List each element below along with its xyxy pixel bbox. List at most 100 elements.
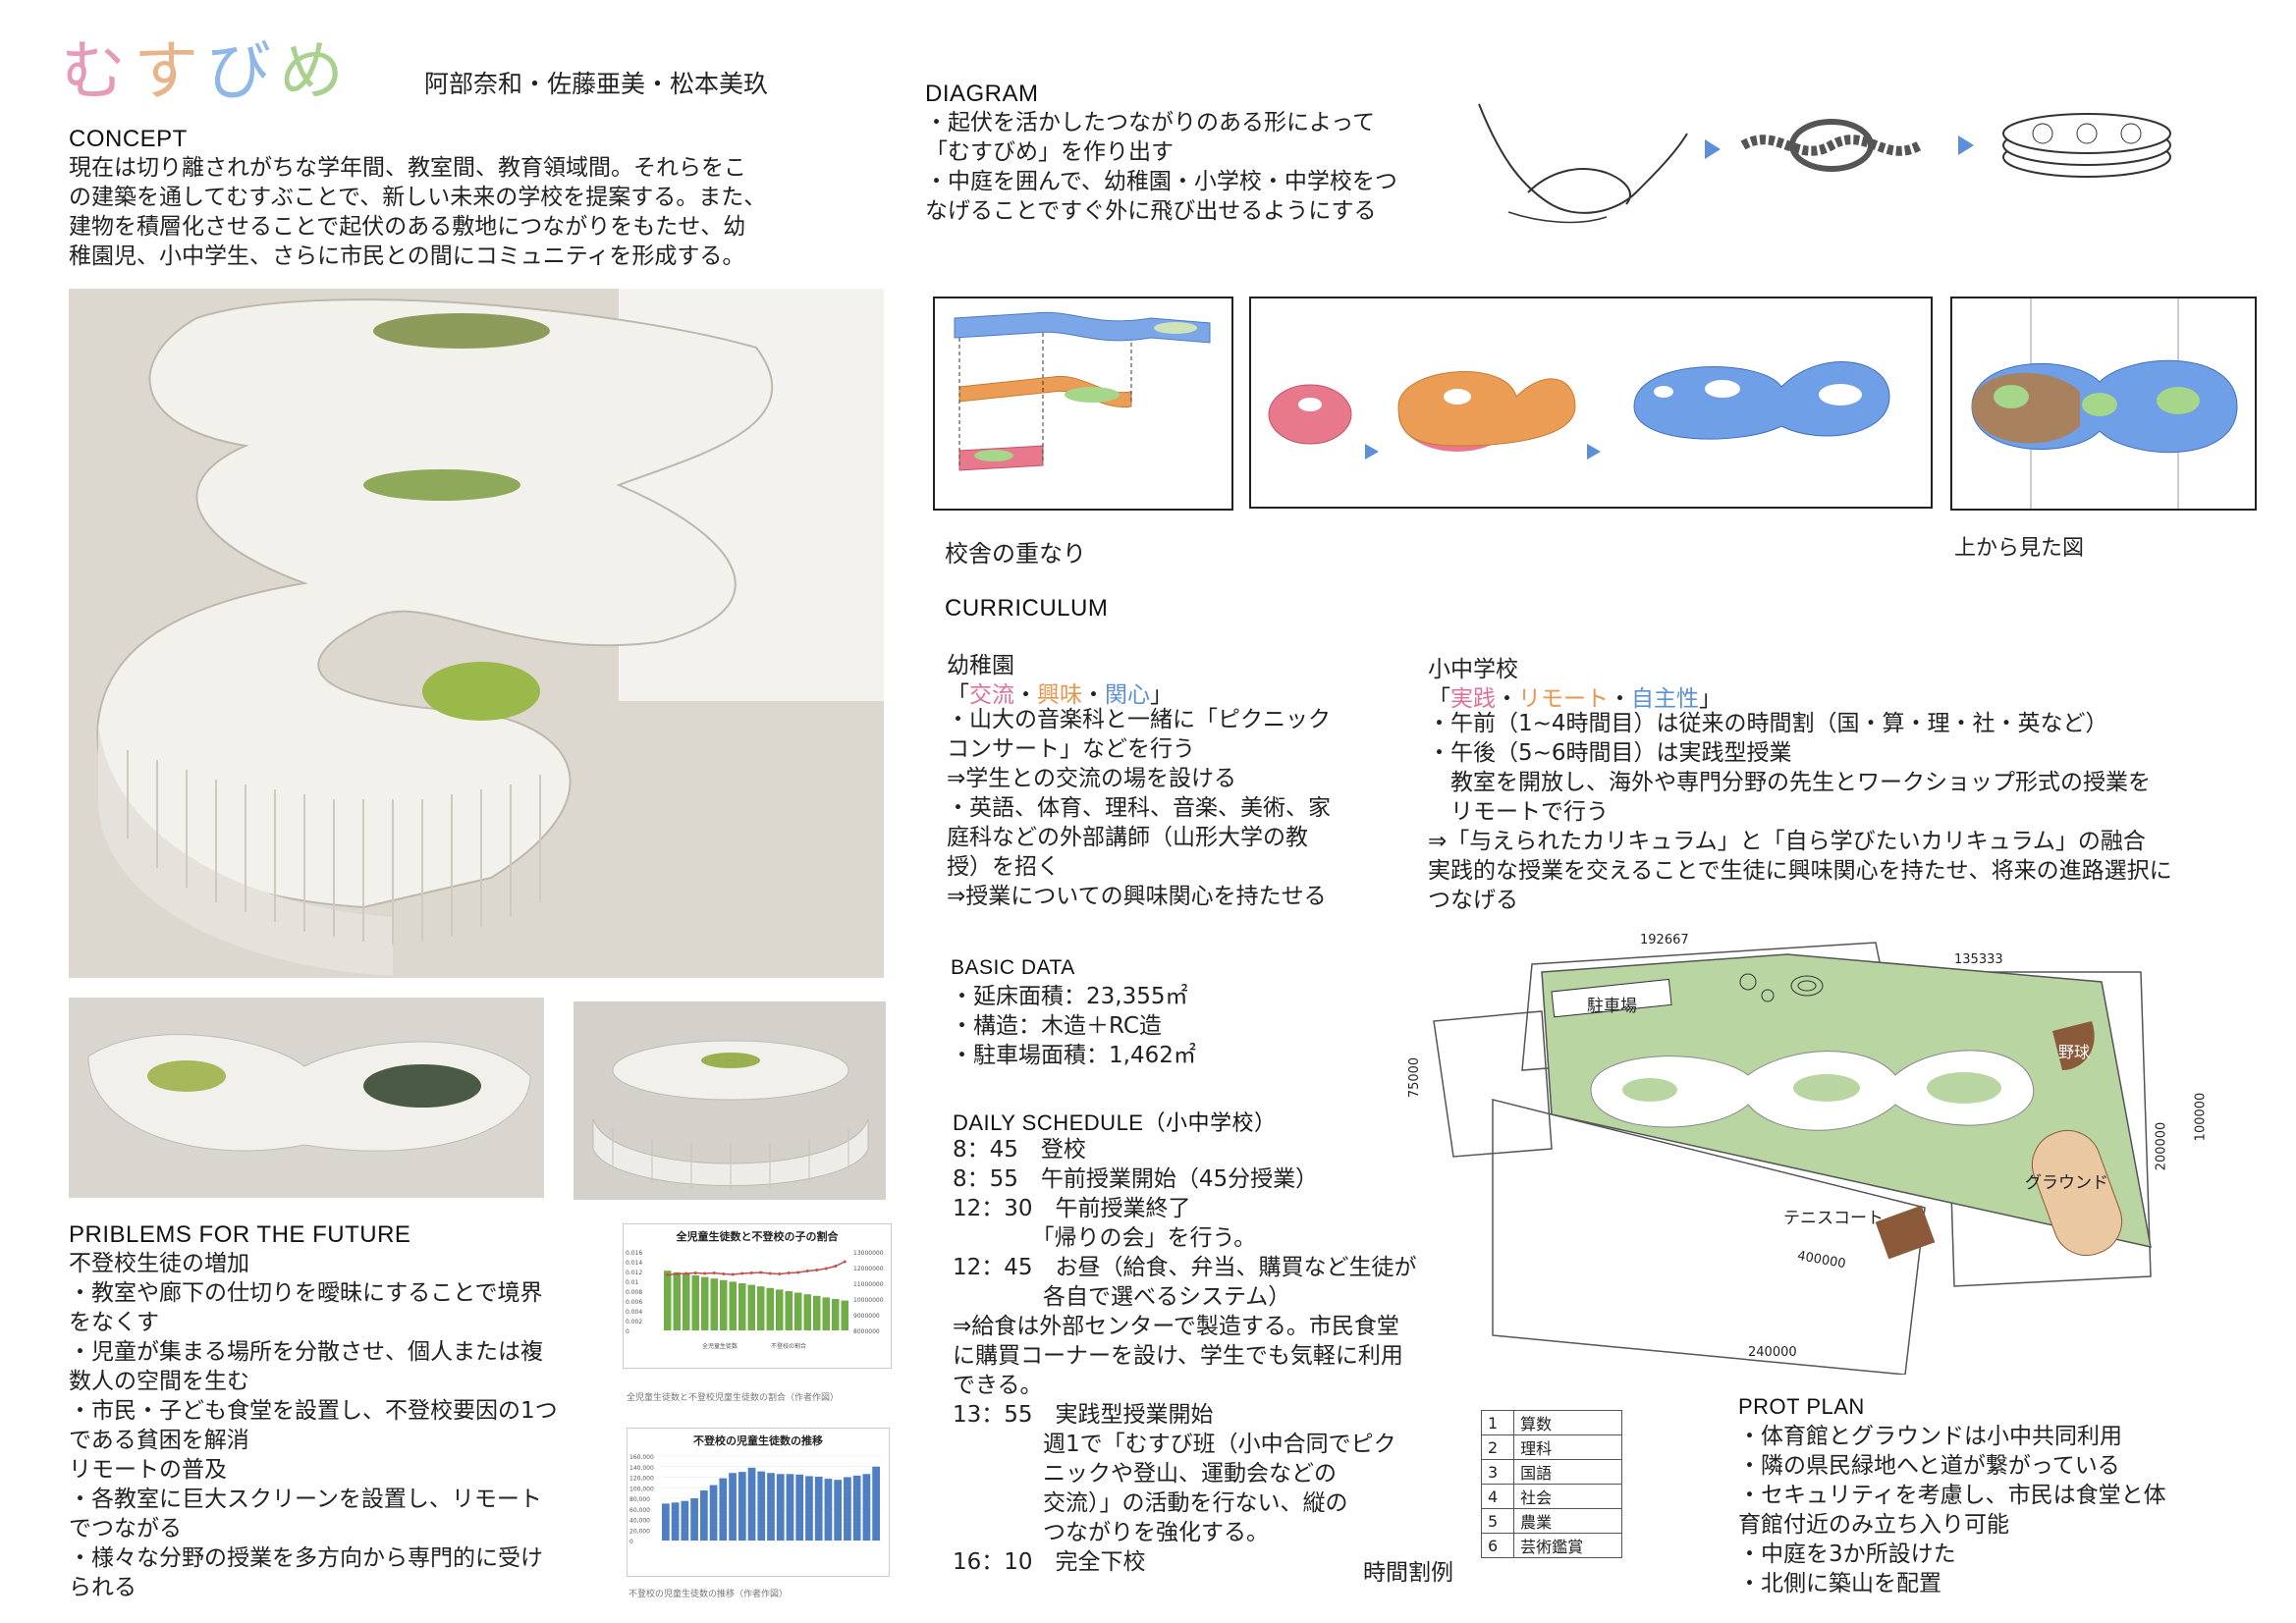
bar (662, 1503, 670, 1541)
y-tick-label: 100,000 (629, 1486, 654, 1492)
bar (795, 1474, 804, 1541)
legend-entry: 全児童生徒数 (702, 1342, 738, 1350)
y-tick-label: 80,000 (629, 1496, 650, 1503)
bar (785, 1291, 793, 1330)
label-overlap: 校舎の重なり (945, 540, 1086, 568)
plan-heading: PROT PLAN (1738, 1394, 1865, 1419)
bar (862, 1474, 871, 1541)
y-tick-label: 0 (629, 1539, 633, 1545)
y-tick-label: 40,000 (629, 1518, 650, 1525)
bar (681, 1500, 689, 1541)
ratio-point (740, 1271, 744, 1275)
title-char-3: び (206, 33, 279, 109)
diagram-heading: DIAGRAM (925, 81, 1039, 107)
bar (747, 1284, 755, 1330)
period-number: 5 (1480, 1508, 1515, 1534)
basic-heading: BASIC DATA (951, 956, 1075, 979)
period-number: 4 (1480, 1484, 1515, 1509)
bar (710, 1278, 718, 1330)
bar (803, 1294, 811, 1330)
ratio-point (805, 1270, 809, 1272)
y-tick-label: 0.012 (626, 1270, 642, 1276)
plan-dim-left: 75000 (1407, 1056, 1423, 1099)
legend-entry: 不登校の割合 (771, 1342, 806, 1350)
timetable-label: 時間割例 (1363, 1560, 1453, 1586)
bar (794, 1292, 802, 1330)
y-tick-label: 0.014 (626, 1260, 642, 1267)
school-title: 小中学校 (1428, 657, 1518, 682)
bar (683, 1273, 690, 1330)
ratio-point (843, 1260, 847, 1264)
schedule-text: 8：45 登校 8：55 午前授業開始（45分授業） 12：30 午前授業終了 … (953, 1137, 1417, 1575)
bar (690, 1498, 698, 1541)
model-photo-side-2 (574, 1001, 886, 1200)
chart2-title: 不登校の児童生徒数の推移 (693, 1434, 823, 1447)
model-photo-side-1 (69, 998, 544, 1198)
subject: 農業 (1513, 1508, 1622, 1534)
period-number: 3 (1480, 1459, 1515, 1485)
ratio-point (693, 1271, 697, 1274)
ratio-point (824, 1267, 828, 1271)
title-char-2: す (134, 33, 206, 109)
sketch-rope-knot (1738, 106, 1925, 185)
bar (844, 1477, 851, 1541)
site-plan: 駐車場 野球 グラウンド テニスコート 192667 135333 75000 … (1394, 913, 2219, 1376)
bar (786, 1474, 794, 1541)
y-tick-label-right: 9000000 (853, 1313, 880, 1320)
bar (814, 1476, 823, 1541)
bar (767, 1473, 775, 1541)
bar (701, 1276, 709, 1330)
sketch-hands (1469, 94, 1695, 232)
concept-heading: CONCEPT (69, 126, 188, 152)
kinder-keywords: 「交流・興味・関心」 (947, 682, 1173, 708)
school-keyword-2: リモート (1518, 686, 1609, 712)
period-number: 1 (1480, 1410, 1515, 1435)
ratio-line (667, 1261, 846, 1276)
ratio-point (703, 1271, 707, 1275)
period-number: 2 (1480, 1434, 1515, 1460)
bar (852, 1475, 861, 1541)
ratio-point (834, 1265, 838, 1268)
y-tick-label: 120,000 (629, 1476, 654, 1483)
arrow-icon (1705, 139, 1721, 159)
plan-label-tennis: テニスコート (1783, 1209, 1884, 1228)
bar (776, 1289, 784, 1330)
plan-dim-top1: 192667 (1640, 933, 1689, 947)
concept-text: 現在は切り離されがちな学年間、教室間、教育領域間。それらをこ の建築を通してむす… (69, 155, 767, 269)
y-tick-label-right: 8000000 (853, 1328, 880, 1335)
bar (738, 1283, 746, 1330)
y-tick-label: 0.016 (626, 1250, 642, 1257)
subject: 理科 (1513, 1434, 1622, 1460)
subject: 国語 (1513, 1459, 1622, 1485)
kinder-keyword-3: 関心 (1105, 682, 1150, 708)
bar (805, 1476, 813, 1541)
bar (671, 1502, 680, 1541)
bar (720, 1279, 728, 1330)
bar (699, 1489, 708, 1541)
bar (822, 1297, 830, 1330)
title-char-4: め (279, 33, 352, 109)
chart2-plot: 160,000140,000120,000100,00080,00060,000… (629, 1454, 881, 1545)
bar (729, 1473, 737, 1541)
y-tick-label: 60,000 (629, 1507, 650, 1514)
plan-label-baseball: 野球 (2058, 1043, 2091, 1061)
y-tick-label: 160,000 (629, 1454, 654, 1461)
bar (872, 1466, 880, 1541)
diagram-sequence-box (1249, 297, 1933, 509)
bar (729, 1281, 737, 1330)
period-number: 6 (1480, 1533, 1515, 1558)
y-tick-label: 0.002 (626, 1319, 642, 1325)
bar (757, 1471, 766, 1541)
y-tick-label-right: 10000000 (853, 1297, 884, 1304)
label-topview: 上から見た図 (1954, 536, 2085, 561)
bar (673, 1271, 681, 1330)
ratio-point (666, 1273, 670, 1276)
ratio-point (768, 1271, 772, 1275)
problems-text: 不登校生徒の増加 ・教室や廊下の仕切りを曖昧にすることで境界 をなくす ・児童が… (69, 1251, 558, 1600)
plan-dim-right1: 200000 (2154, 1121, 2169, 1171)
subject: 社会 (1513, 1484, 1622, 1509)
